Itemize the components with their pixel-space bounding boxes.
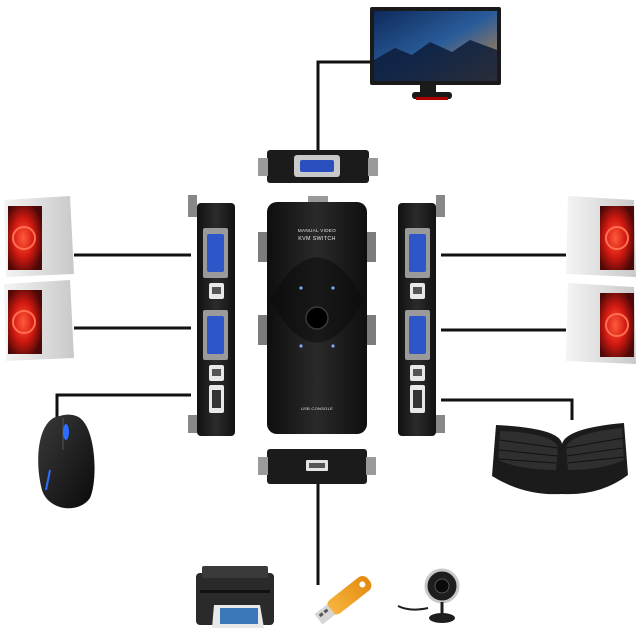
computer-icon	[566, 283, 636, 364]
device-title-line1: MANUAL VIDEO	[298, 228, 336, 233]
webcam-icon	[397, 568, 460, 623]
usb-drive-icon	[314, 576, 372, 625]
switch-button[interactable]	[305, 306, 329, 330]
computer-icon	[566, 196, 636, 277]
kvm-switch: MANUAL VIDEO KVM SWITCH USB CONSOLE	[258, 196, 376, 434]
left-port-panel	[188, 195, 235, 436]
device-title-line2: KVM SWITCH	[298, 236, 335, 242]
usb-console-connector	[258, 449, 376, 484]
usb-console-label: USB CONSOLE	[301, 406, 333, 411]
keyboard-icon	[492, 423, 628, 495]
keyboard-cable	[441, 398, 574, 420]
monitor-cable	[316, 60, 371, 150]
led-4	[331, 344, 335, 348]
right-port-panel	[398, 195, 445, 436]
led-3	[299, 344, 303, 348]
mouse-cable	[55, 393, 191, 420]
computer-icon	[4, 196, 74, 277]
led-2	[331, 286, 335, 290]
cables	[55, 60, 574, 585]
computer-icon	[4, 280, 74, 361]
vga-console-connector	[258, 150, 378, 183]
monitor-icon	[370, 7, 501, 100]
printer-icon	[196, 566, 274, 628]
led-1	[299, 286, 303, 290]
mouse-icon	[38, 414, 95, 509]
